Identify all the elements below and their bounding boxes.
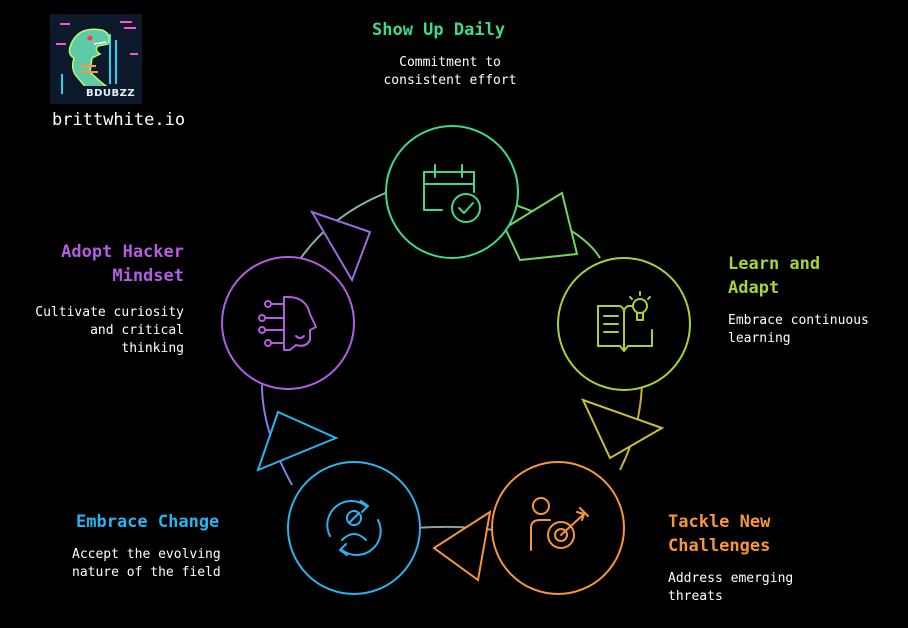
stage-title-show-up: Show Up Daily [372,20,506,40]
ring-arc-embrace-hacker [261,384,293,486]
stage-desc-tackle: Address emerging threats [668,571,794,604]
arrow-show-to-learn [503,191,579,262]
circuit-head-icon [258,296,317,351]
stage-desc-hacker: Cultivate curiosity and critical thinkin… [35,305,184,356]
stage-circle-embrace [287,461,421,595]
person-cycle-icon [326,499,382,557]
stage-desc-learn: Embrace continuous learning [728,313,869,346]
stage-desc-embrace: Accept the evolving nature of the field [72,547,221,580]
stage-title-embrace: Embrace Change [76,512,220,532]
calendar-check-icon [423,164,481,223]
book-lightbulb-icon [597,291,653,352]
stage-circle-show-up [385,125,519,259]
stage-title-hacker: Adopt Hacker Mindset [61,242,184,286]
logo-text: BDUBZZ [86,88,136,99]
stage-title-tackle: Tackle New Challenges [668,512,771,556]
site-url: brittwhite.io [52,110,186,130]
stage-circle-tackle [491,461,625,595]
stage-desc-show-up: Commitment to consistent effort [383,55,517,88]
brand-logo: BDUBZZ [50,14,142,104]
stage-circle-hacker [221,256,355,390]
arrow-tackle-to-embrace [432,509,492,582]
stage-title-learn: Learn and Adapt [728,254,821,298]
arrow-embrace-to-hacker [256,410,339,472]
person-target-icon [530,497,589,551]
arrow-learn-to-tackle [581,398,665,460]
dinosaur-logo-icon [50,14,142,104]
arrow-hacker-to-show [309,210,372,283]
